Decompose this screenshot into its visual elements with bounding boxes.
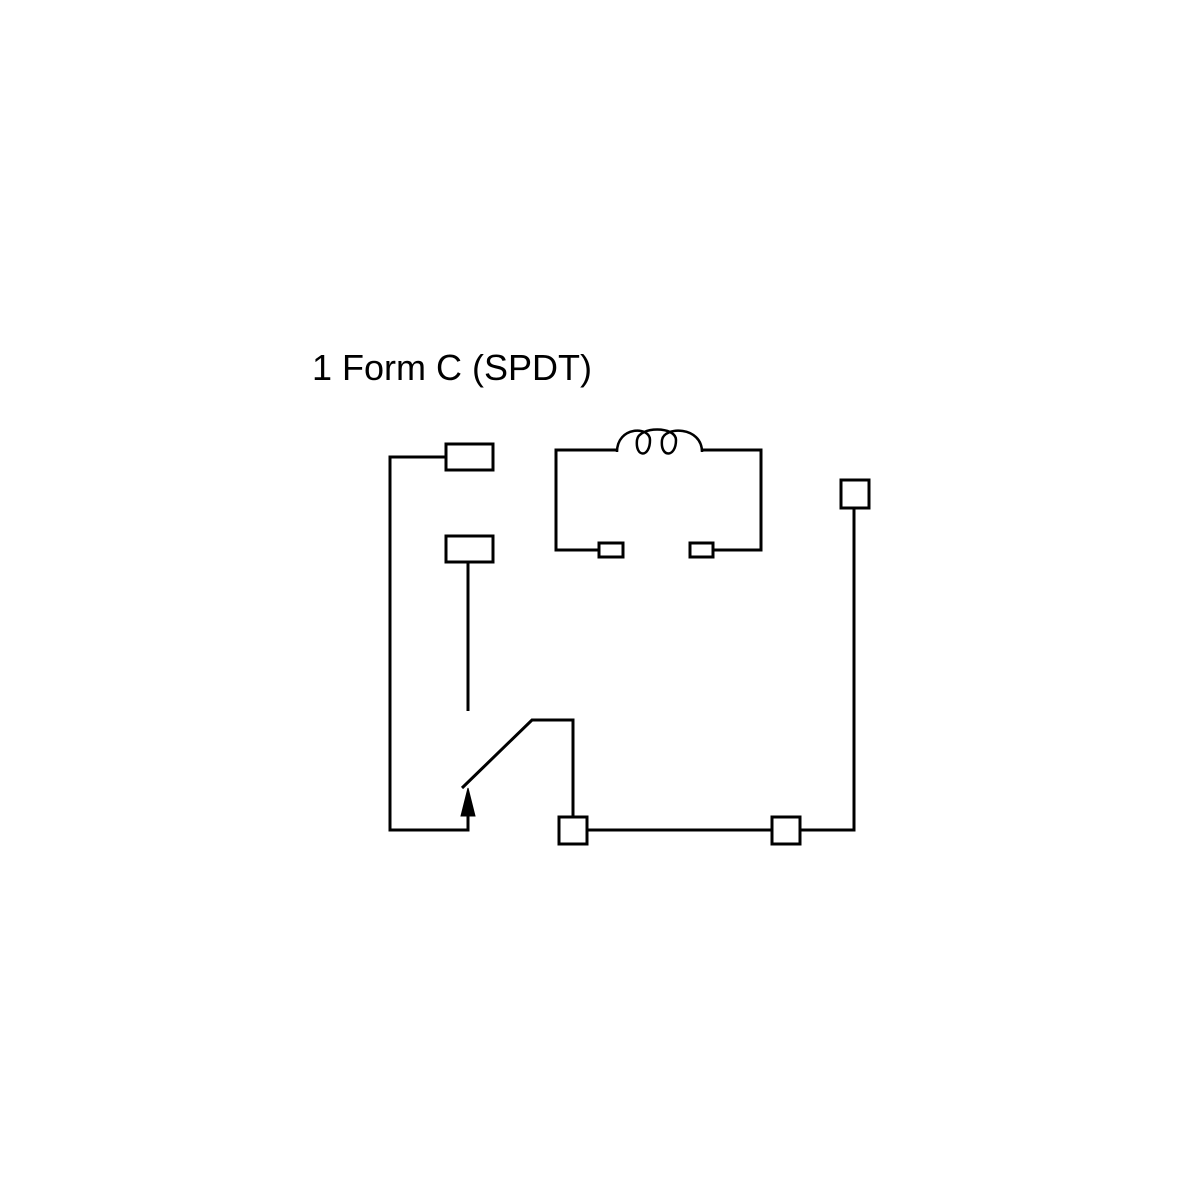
bus-terminal-pad	[770, 815, 802, 846]
switch-arm	[460, 718, 575, 818]
nc-wire	[388, 455, 470, 832]
coil-winding-icon	[615, 428, 704, 455]
right-riser-wire	[800, 508, 856, 832]
pivot-arrow-icon	[460, 787, 476, 817]
coil-terminal-pad-left	[597, 541, 625, 559]
right-terminal-pad	[839, 478, 871, 510]
nc-terminal-pad	[444, 442, 495, 472]
coil-right-wire	[702, 448, 763, 552]
no-terminal-pad	[444, 534, 495, 564]
coil-left-wire	[554, 448, 617, 552]
common-terminal-pad	[557, 815, 589, 846]
diagram-title: 1 Form C (SPDT)	[312, 347, 593, 388]
coil-terminal-pad-right	[688, 541, 715, 559]
